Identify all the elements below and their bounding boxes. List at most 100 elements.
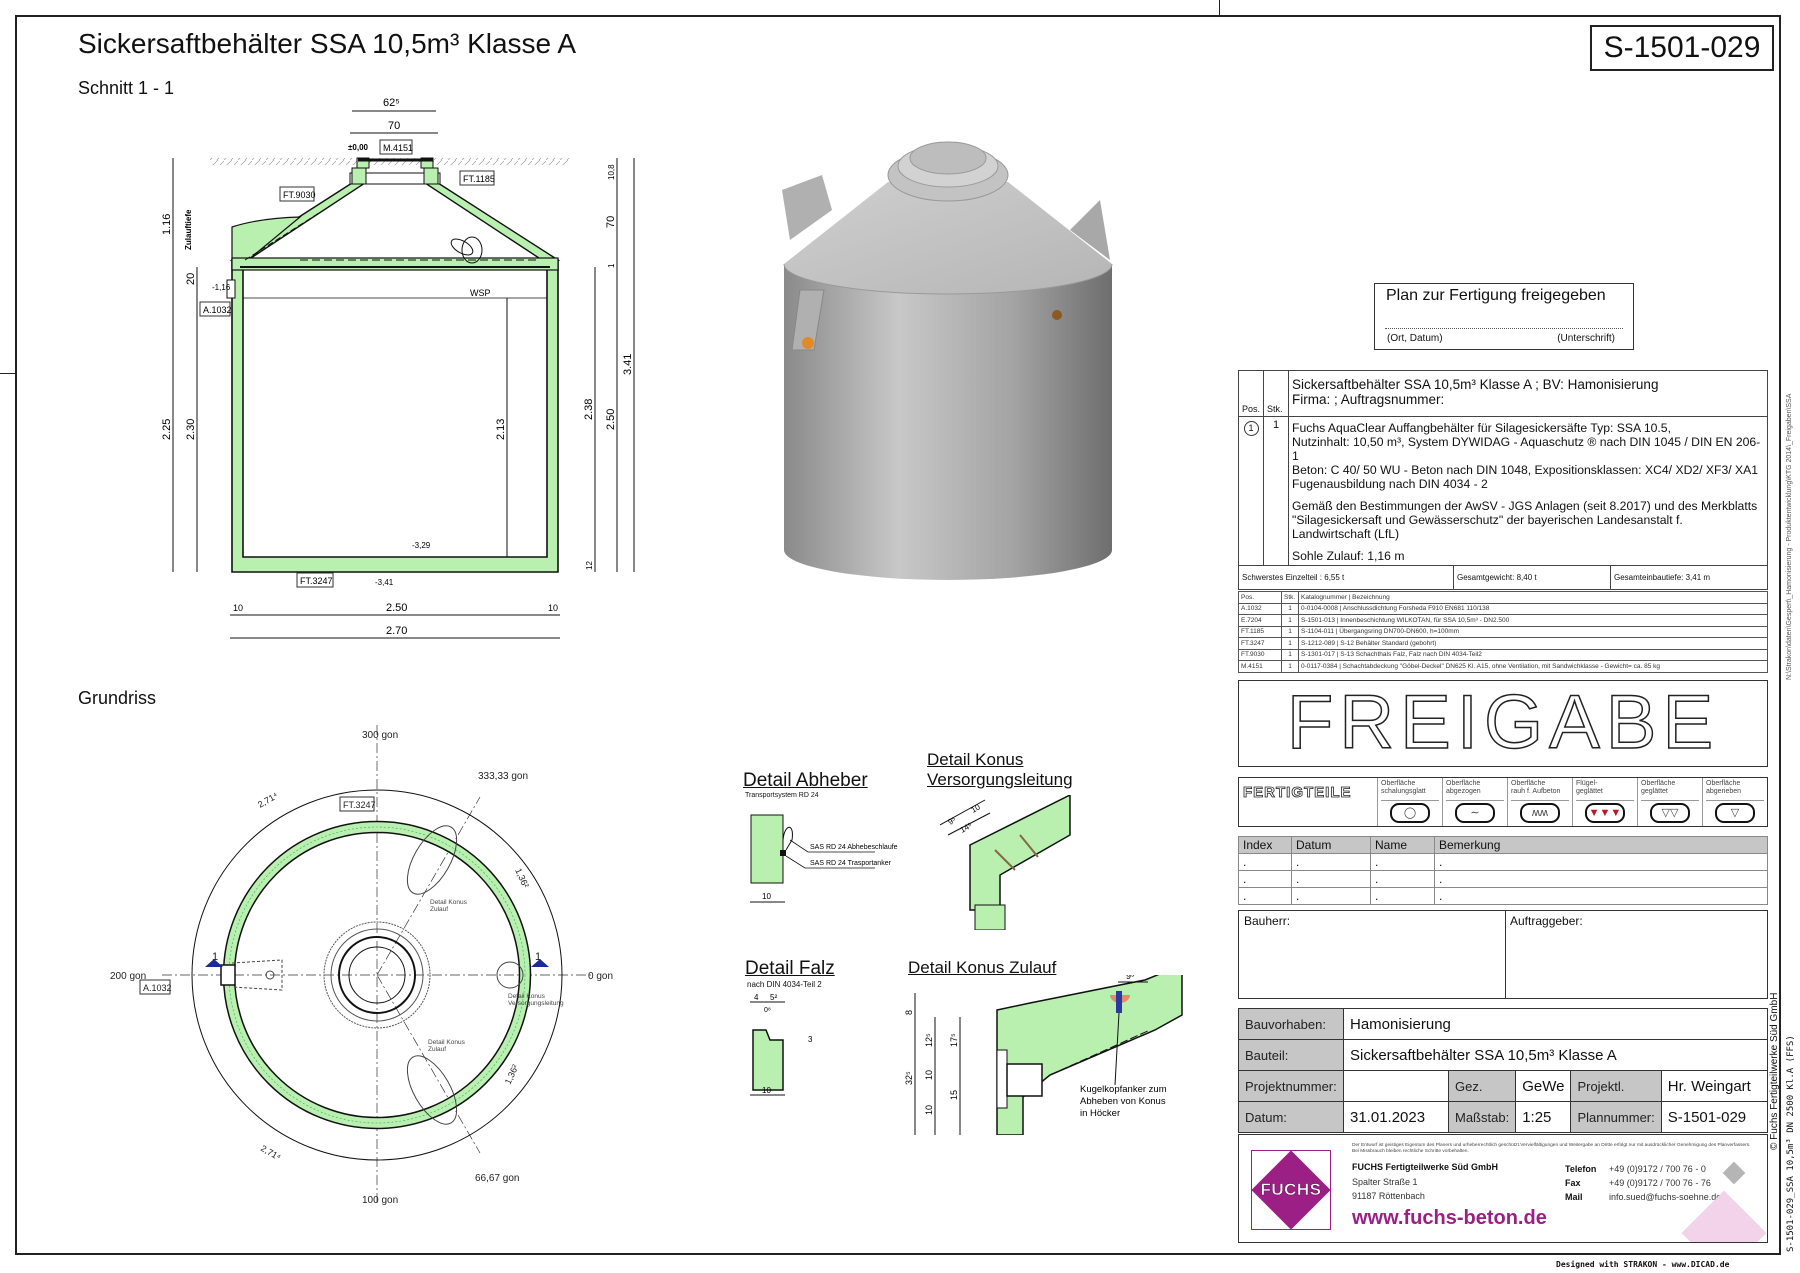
title-block: Bauvorhaben:Hamonisierung Bauteil:Sicker… bbox=[1238, 1008, 1769, 1133]
spec-description: Fuchs AquaClear Auffangbehälter für Sila… bbox=[1288, 416, 1768, 566]
tel-value: +49 (0)9172 / 700 76 - 0 bbox=[1609, 1164, 1706, 1174]
abheber-label-2: SAS RD 24 Trasportanker bbox=[810, 860, 892, 867]
dim-70-top: 70 bbox=[388, 120, 400, 132]
cell: 1 bbox=[1281, 625, 1299, 638]
fax-label: Fax bbox=[1565, 1178, 1581, 1188]
falz-dim-4: 4 bbox=[754, 993, 759, 1002]
approval-box: Plan zur Fertigung freigegeben (Ort, Dat… bbox=[1374, 283, 1634, 350]
cell: . bbox=[1370, 853, 1435, 871]
falz-dim-3: 3 bbox=[808, 1035, 813, 1044]
detail-konus-zulauf-drawing: 9³ 8 32⁵ 12⁵ 10 10 17⁵ 15 Kugelkopfanker… bbox=[904, 975, 1183, 1135]
cell: M.4151 bbox=[1238, 660, 1282, 673]
copyright-vertical: © Fuchs Fertigteilwerke Süd GmbH bbox=[1769, 992, 1780, 1150]
detail-falz-drawing: 4 5² 0⁸ 3 10 bbox=[750, 993, 813, 1096]
tb-bauteil: Sickersaftbehälter SSA 10,5m³ Klasse A bbox=[1343, 1039, 1768, 1071]
plan-note-konus-vers: Detail Konus Versorgungsleitung bbox=[508, 993, 564, 1007]
company-street: Spalter Straße 1 bbox=[1352, 1177, 1418, 1187]
tb-projektnummer bbox=[1343, 1070, 1449, 1102]
tel-label: Telefon bbox=[1565, 1164, 1597, 1174]
rev-row: .... bbox=[1238, 870, 1768, 888]
dim-10-left: 10 bbox=[233, 603, 243, 613]
tb-gez: GeWe bbox=[1515, 1070, 1572, 1102]
dim-250: 2.50 bbox=[386, 602, 407, 614]
spec-line: Sohle Zulauf: 1,16 m bbox=[1292, 549, 1405, 563]
arc-dim-136-bottom: 1,36² bbox=[503, 1063, 521, 1086]
surface-symbol-icon: ▽▽ bbox=[1650, 803, 1690, 823]
cell: . bbox=[1291, 870, 1371, 888]
dim-238: 2.38 bbox=[583, 399, 595, 420]
spec-line: "Silagesickersaft und Gewässerschutz" de… bbox=[1292, 513, 1683, 527]
level-0: ±0,00 bbox=[348, 143, 369, 152]
parts-header: Katalognummer | Bezeichnung bbox=[1298, 591, 1768, 604]
rev-header: Index bbox=[1238, 836, 1292, 854]
inlet-hump bbox=[231, 216, 302, 261]
cell: E.7204 bbox=[1238, 614, 1282, 627]
cell: . bbox=[1238, 853, 1292, 871]
spec-line: Fuchs AquaClear Auffangbehälter für Sila… bbox=[1292, 421, 1671, 435]
fold-mark bbox=[0, 373, 15, 374]
cone-right bbox=[422, 182, 561, 261]
zulauf-dim-325: 32⁵ bbox=[904, 1071, 914, 1085]
parties-box: Bauherr: Auftraggeber: bbox=[1238, 910, 1768, 999]
label-ft3247: FT.3247 bbox=[300, 576, 333, 586]
angle-0: 0 gon bbox=[588, 971, 613, 982]
section-drawing: M.4151 FT.1185 FT.9030 A.1032 FT.3247 WS… bbox=[161, 97, 635, 639]
surface-label: geglättet bbox=[1641, 788, 1668, 795]
fuchs-logo: FUCHS bbox=[1251, 1150, 1331, 1230]
dim-1: 1 bbox=[607, 263, 616, 268]
designed-with: Designed with STRAKON - www.DICAD.de bbox=[1556, 1260, 1730, 1269]
detail-abheber-drawing: SAS RD 24 Abhebeschlaufe SAS RD 24 Trasp… bbox=[750, 814, 898, 903]
surface-symbol-icon: ʍʍ bbox=[1520, 803, 1560, 823]
cell: FT.1185 bbox=[1238, 625, 1282, 638]
fold-mark bbox=[1219, 0, 1220, 15]
konus-vers-dim-1: 9⁵ bbox=[947, 815, 958, 827]
tb-projektl: Hr. Weingart bbox=[1660, 1070, 1769, 1102]
parts-table: Pos.Stk.Katalognummer | Bezeichnung A.10… bbox=[1238, 591, 1768, 673]
pos-header: Pos. bbox=[1237, 370, 1265, 417]
dim-625: 62⁵ bbox=[383, 97, 400, 109]
cell: . bbox=[1291, 887, 1371, 905]
surface-symbol-icon: ∼ bbox=[1455, 803, 1495, 823]
label-ft9030: FT.9030 bbox=[283, 190, 316, 200]
fertigteile-label: FERTIGTEILE bbox=[1243, 784, 1352, 802]
angle-100: 100 gon bbox=[362, 1195, 398, 1206]
surface-label: Oberfläche bbox=[1706, 780, 1741, 787]
company-website[interactable]: www.fuchs-beton.de bbox=[1352, 1207, 1547, 1229]
cell: . bbox=[1291, 853, 1371, 871]
bauherr-label: Bauherr: bbox=[1244, 914, 1291, 928]
zulauf-dim-175: 17⁵ bbox=[949, 1033, 959, 1047]
tank-3d-view bbox=[782, 141, 1113, 580]
cell: . bbox=[1434, 887, 1768, 905]
cell: . bbox=[1434, 870, 1768, 888]
abheber-dim: 10 bbox=[762, 892, 771, 901]
tb-massstab: 1:25 bbox=[1515, 1101, 1572, 1133]
cell: 1 bbox=[1281, 660, 1299, 673]
cell: S-1104-011 | Übergangsring DN700-DN600, … bbox=[1298, 625, 1768, 638]
surface-label: geglättet bbox=[1576, 788, 1603, 795]
cell: . bbox=[1434, 853, 1768, 871]
mail-value[interactable]: info.sued@fuchs-soehne.de bbox=[1609, 1192, 1722, 1202]
dim-70: 70 bbox=[605, 216, 617, 228]
dim-20: 20 bbox=[185, 273, 197, 285]
tb-plannummer: S-1501-029 bbox=[1660, 1101, 1769, 1133]
arc-dim-271-bottom: 2,71⁴ bbox=[259, 1143, 283, 1162]
contact-values: +49 (0)9172 / 700 76 - 0+49 (0)9172 / 70… bbox=[1609, 1162, 1721, 1204]
rev-header: Name bbox=[1370, 836, 1435, 854]
detail-abheber-sub: Transportsystem RD 24 bbox=[745, 792, 819, 799]
installation-depth: Gesamteinbautiefe: 3,41 m bbox=[1610, 565, 1768, 590]
plan-drawing: 300 gon 100 gon 200 gon 0 gon 333,33 gon… bbox=[110, 725, 613, 1206]
tb-datum: 31.01.2023 bbox=[1343, 1101, 1449, 1133]
cell: . bbox=[1238, 887, 1292, 905]
surface-label: Oberfläche bbox=[1641, 780, 1676, 787]
tb-label: Maßstab: bbox=[1447, 1101, 1517, 1133]
dim-270: 2.70 bbox=[386, 625, 407, 637]
plan-number: S-1501-029 bbox=[1590, 25, 1774, 71]
tb-label: Datum: bbox=[1238, 1101, 1344, 1133]
level-329: -3,29 bbox=[412, 541, 431, 550]
